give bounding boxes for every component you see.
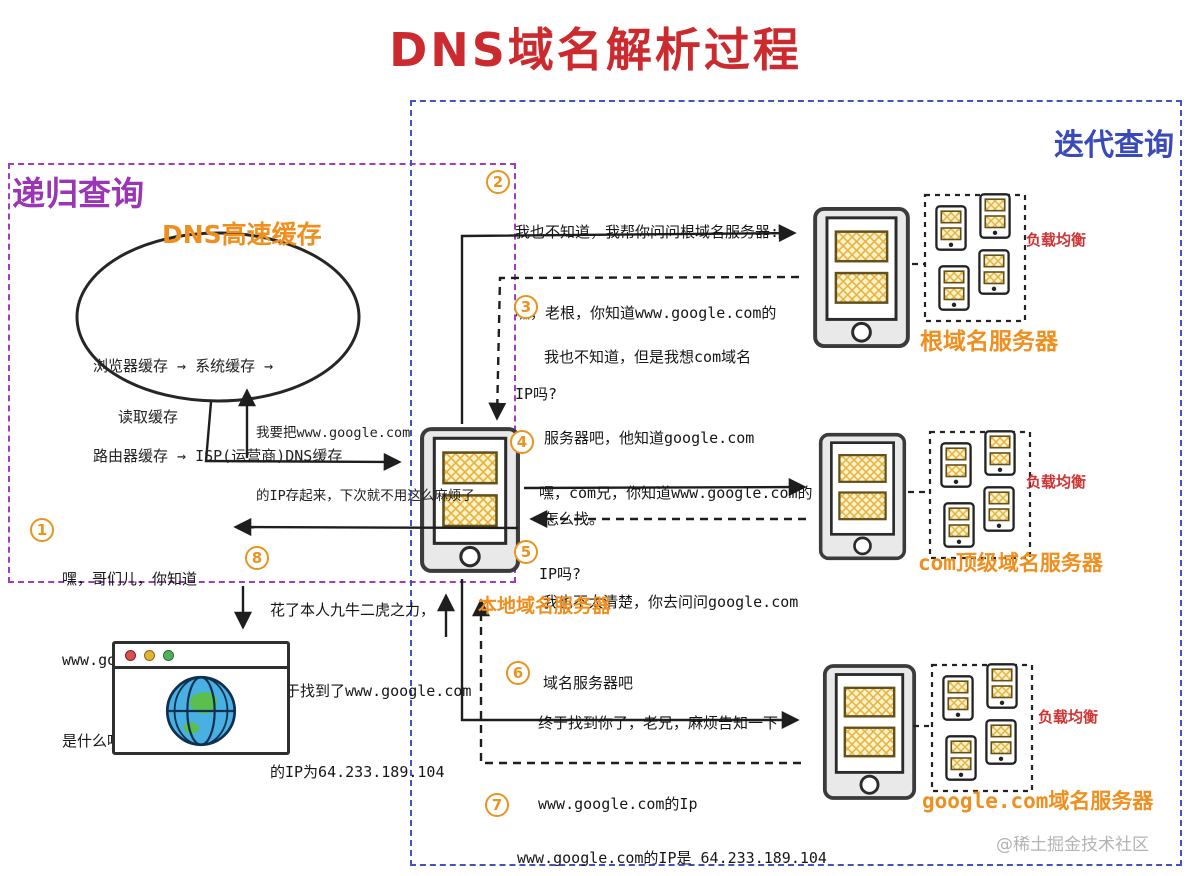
page-title: DNS域名解析过程 [389, 23, 802, 77]
dns-cache-label: DNS高速缓存 [162, 220, 322, 249]
step-8-badge: 8 [245, 546, 269, 570]
iterative-query-box [410, 100, 1182, 866]
step-2-badge: 2 [486, 170, 510, 194]
load-balance-label-google: 负载均衡 [1038, 708, 1099, 726]
watermark: @稀土掘金技术社区 [996, 835, 1149, 855]
client-browser-window [112, 641, 290, 755]
step-8-note: 花了本人九牛二虎之力， 终于找到了www.google.com 的IP为64.2… [270, 543, 471, 840]
recursive-query-label: 递归查询 [12, 174, 144, 213]
local-dns-server-label: 本地域名服务器 [478, 595, 612, 617]
step-6-badge: 6 [506, 661, 530, 685]
step-3-badge: 3 [514, 295, 538, 319]
step-2-note: 我也不知道，我帮你问问根域名服务器: 嘿，老根，你知道www.google.co… [515, 165, 779, 462]
step-3-line: 怎么找。 [544, 510, 605, 528]
step-6-note: 终于找到你了，老兄，麻烦告知一下 www.google.com的Ip [538, 656, 778, 872]
step-7-note: www.google.com的IP是 64.233.189.104 [517, 791, 827, 876]
step-7-line: www.google.com的IP是 64.233.189.104 [517, 849, 827, 867]
maximize-icon [163, 649, 174, 661]
browser-title-bar [115, 644, 287, 669]
com-tld-server-label: com顶级域名服务器 [918, 551, 1103, 575]
step-7-badge: 7 [485, 793, 509, 817]
step-1-line: 嘿，哥们儿，你知道 [62, 570, 198, 588]
step-4-badge: 4 [510, 430, 534, 454]
root-server-label: 根域名服务器 [920, 329, 1058, 355]
store-note-line2: 的IP存起来，下次就不用这么麻烦了 [256, 488, 475, 504]
store-note-line1: 我要把www.google.com [256, 425, 411, 441]
load-balance-label-root: 负载均衡 [1026, 231, 1087, 249]
step-2-line: 我也不知道，我帮你问问根域名服务器: [515, 223, 780, 241]
cache-chain-line1: 浏览器缓存 → 系统缓存 → [93, 357, 274, 375]
google-server-label: google.com域名服务器 [922, 789, 1154, 813]
step-4-note: 嘿，com兄，你知道www.google.com的 IP吗? [539, 426, 813, 642]
dns-cache-chain: 浏览器缓存 → 系统缓存 → 路由器缓存 → ISP(运营商)DNS缓存 [93, 291, 342, 531]
step-8-line: 的IP为64.233.189.104 [270, 763, 445, 781]
step-4-line: IP吗? [539, 565, 582, 583]
cache-chain-line2: 路由器缓存 → ISP(运营商)DNS缓存 [93, 447, 343, 465]
read-cache-label: 读取缓存 [118, 408, 179, 426]
step-3-note: 我也不知道，但是我想com域名 服务器吧，他知道google.com 怎么找。 [544, 290, 754, 587]
step-3-line: 服务器吧，他知道google.com [544, 429, 755, 447]
load-balance-label-com: 负载均衡 [1026, 473, 1087, 491]
step-2-line: 嘿，老根，你知道www.google.com的 [515, 304, 777, 322]
step-8-line: 终于找到了www.google.com [270, 682, 472, 700]
step-5-badge: 5 [514, 540, 538, 564]
step-4-line: 嘿，com兄，你知道www.google.com的 [539, 484, 813, 502]
step-6-line: www.google.com的Ip [538, 795, 698, 813]
step-8-line: 花了本人九牛二虎之力， [270, 601, 436, 619]
step-2-line: IP吗? [515, 385, 558, 403]
browser-content [115, 669, 287, 753]
step-1-badge: 1 [30, 518, 54, 542]
step-6-line: 终于找到你了，老兄，麻烦告知一下 [538, 714, 779, 732]
step-5-line: 我也不太清楚，你去问问google.com [543, 593, 799, 611]
close-icon [125, 649, 136, 661]
step-5-note: 我也不太清楚，你去问问google.com 域名服务器吧 [543, 535, 798, 751]
iterative-query-label: 迭代查询 [1054, 128, 1174, 163]
store-cache-note: 我要把www.google.com 的IP存起来，下次就不用这么麻烦了 [256, 381, 475, 549]
minimize-icon [144, 649, 155, 661]
step-5-line: 域名服务器吧 [543, 674, 634, 692]
globe-icon [165, 675, 237, 747]
step-3-line: 我也不知道，但是我想com域名 [544, 348, 752, 366]
